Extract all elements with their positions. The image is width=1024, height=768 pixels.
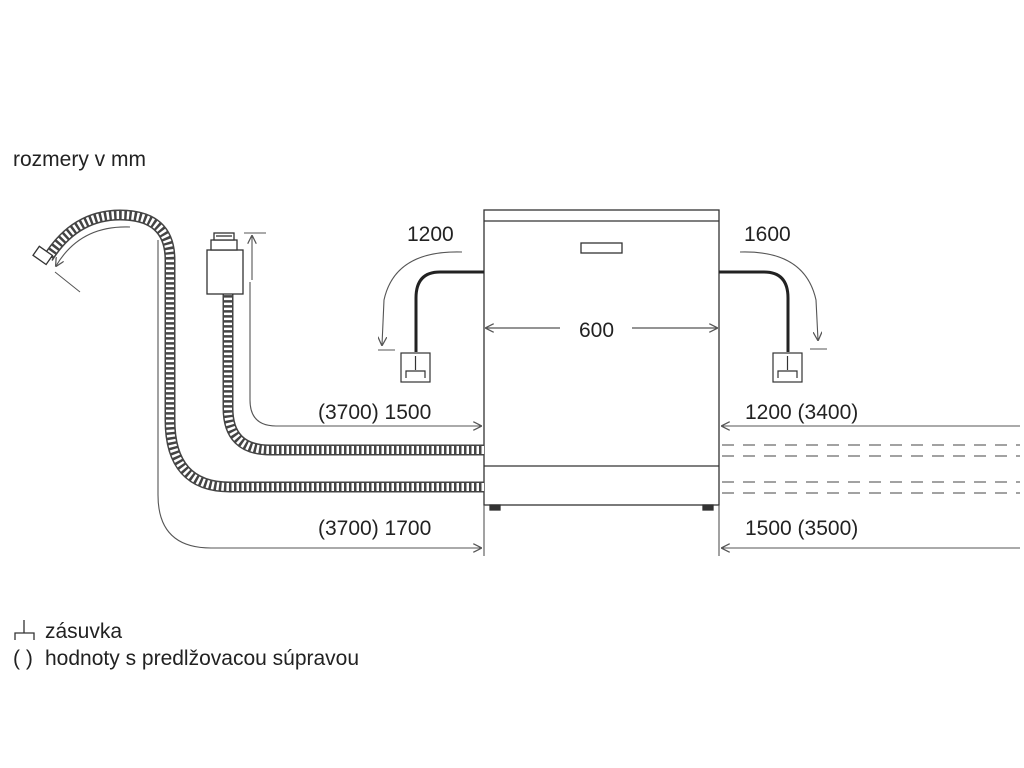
right-socket-icon [772,352,803,383]
right-inlet-hose-label: 1200 (3400) [745,401,859,424]
legend-socket-label: zásuvka [45,620,123,643]
foot-left [489,504,501,511]
left-power-cable [378,251,484,352]
left-inlet-hose-label: (3700) 1500 [318,401,432,424]
control-panel-display [580,242,623,254]
foot-right [702,504,714,511]
legend-paren-label: hodnoty s predlžovacou súpravou [45,647,360,670]
inlet-hose [222,292,484,456]
legend-socket-icon [14,620,35,640]
right-drain-hose-label: 1500 (3500) [745,517,859,540]
dishwasher-outline [483,209,720,506]
dishwasher-body [483,209,720,511]
left-socket-icon [400,352,431,383]
right-power-cable [719,251,827,352]
left-drain-hose-label: (3700) 1700 [318,517,432,540]
right-dashed-projections [722,444,1020,494]
left-outlet-drop-label: 1200 [407,223,454,246]
hose-dimensions [157,240,1020,556]
inlet-height-marker [244,232,266,280]
drain-hose [32,209,484,493]
units-caption: rozmery v mm [13,148,146,171]
appliance-width-label: 600 [579,319,615,342]
right-outlet-drop-label: 1600 [744,223,791,246]
aquastop-valve [206,232,244,295]
legend-paren-symbol: ( ) [13,647,33,670]
